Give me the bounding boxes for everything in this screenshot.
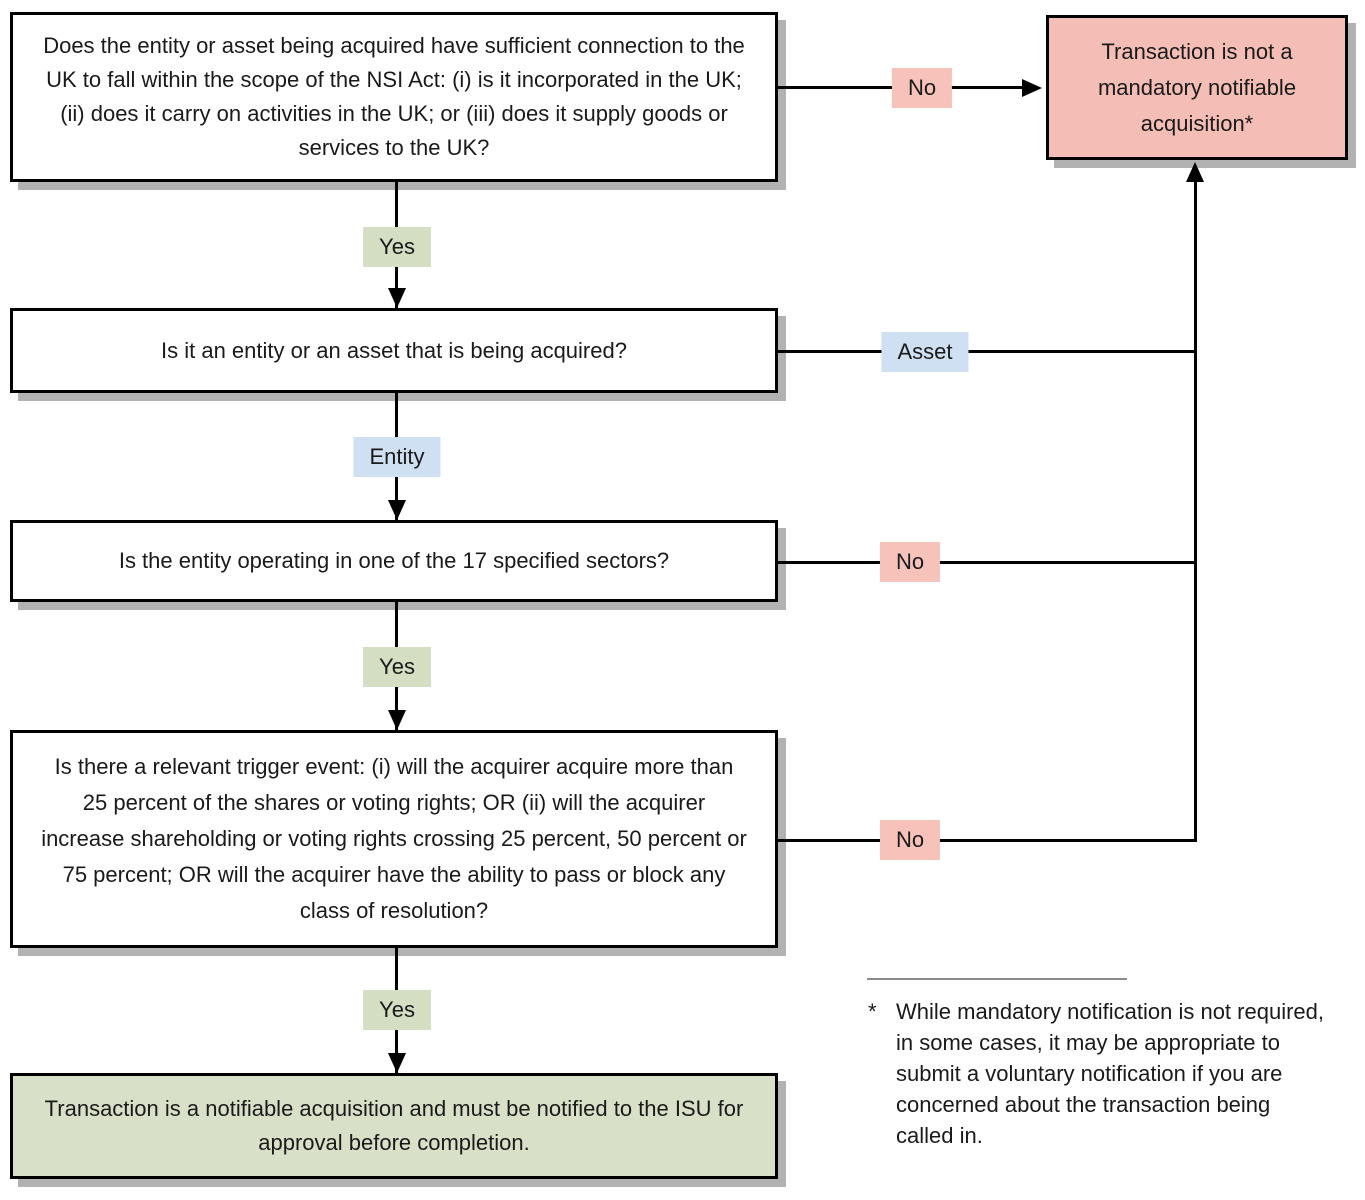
arrow-down-icon xyxy=(388,500,406,520)
outcome-text: Transaction is not a mandatory notifiabl… xyxy=(1097,38,1297,136)
label-no-3: No xyxy=(879,820,941,860)
question-box-trigger-event: Is there a relevant trigger event: (i) w… xyxy=(10,730,778,948)
label-yes-1: Yes xyxy=(363,227,431,267)
label-no-text: No xyxy=(907,75,937,100)
arrow-down-icon xyxy=(388,288,406,308)
connector-q2-asset xyxy=(778,350,1197,353)
connector-q4-no xyxy=(778,839,1197,842)
label-no-text: No xyxy=(895,827,925,852)
label-yes-text: Yes xyxy=(379,654,415,679)
outcome-box-not-notifiable: Transaction is not a mandatory notifiabl… xyxy=(1046,15,1348,160)
question-text: Is there a relevant trigger event: (i) w… xyxy=(41,754,747,923)
question-text: Is the entity operating in one of the 17… xyxy=(118,548,670,573)
footnote-text: While mandatory notification is not requ… xyxy=(896,999,1324,1148)
arrow-right-icon xyxy=(1022,79,1042,97)
footnote: * While mandatory notification is not re… xyxy=(868,996,1330,1151)
question-box-specified-sectors: Is the entity operating in one of the 17… xyxy=(10,520,778,602)
label-no-1: No xyxy=(891,68,953,108)
outcome-box-notifiable: Transaction is a notifiable acquisition … xyxy=(10,1073,778,1179)
arrow-down-icon xyxy=(388,710,406,730)
connector-right-to-outcome xyxy=(1194,172,1197,842)
label-asset: Asset xyxy=(881,332,969,372)
footnote-divider xyxy=(867,978,1127,980)
label-entity: Entity xyxy=(353,437,441,477)
question-text: Is it an entity or an asset that is bein… xyxy=(161,337,627,363)
question-box-entity-or-asset: Is it an entity or an asset that is bein… xyxy=(10,308,778,393)
label-yes-text: Yes xyxy=(379,997,415,1022)
label-no-2: No xyxy=(879,542,941,582)
label-entity-text: Entity xyxy=(369,444,425,469)
arrow-down-icon xyxy=(388,1053,406,1073)
label-asset-text: Asset xyxy=(897,339,953,364)
arrow-up-icon xyxy=(1186,162,1204,182)
connector-q3-no xyxy=(778,561,1197,564)
label-yes-text: Yes xyxy=(379,234,415,259)
footnote-asterisk: * xyxy=(868,999,877,1024)
label-yes-3: Yes xyxy=(363,990,431,1030)
question-text: Does the entity or asset being acquired … xyxy=(43,33,745,160)
label-no-text: No xyxy=(895,549,925,574)
outcome-text: Transaction is a notifiable acquisition … xyxy=(44,1096,744,1155)
question-box-uk-connection: Does the entity or asset being acquired … xyxy=(10,12,778,182)
label-yes-2: Yes xyxy=(363,647,431,687)
